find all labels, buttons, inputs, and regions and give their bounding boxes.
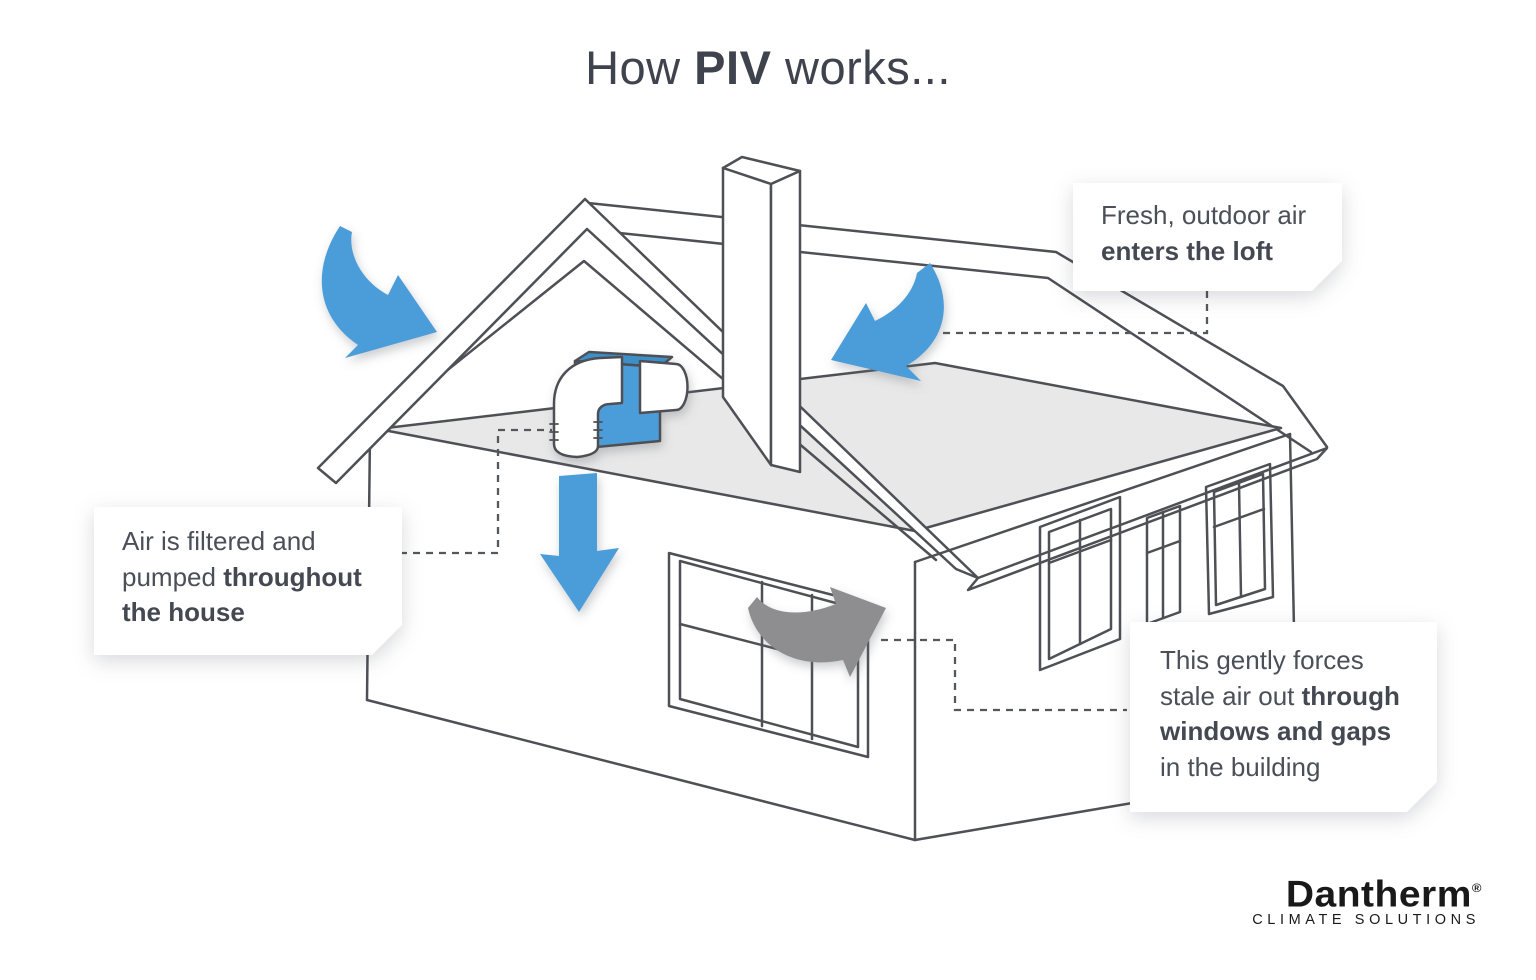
connector-filtered-callout	[400, 428, 552, 555]
window-front	[667, 551, 870, 759]
callout-filtered: Air is filtered and pumped throughout th…	[94, 507, 402, 655]
gable-roof-edge	[316, 197, 980, 580]
logo-tagline: CLIMATE SOLUTIONS	[1252, 912, 1480, 928]
fresh-air-arrow-right	[831, 263, 944, 381]
callout-loft-line2: enters the loft	[1101, 235, 1273, 266]
dantherm-logo: Dantherm® CLIMATE SOLUTIONS	[1252, 873, 1482, 928]
title-post: works...	[771, 41, 951, 94]
fresh-air-arrow-left	[321, 226, 437, 358]
title-pre: How	[585, 41, 695, 94]
window-right-3	[1204, 462, 1275, 616]
callout-filtered-line2-bold: throughout	[223, 561, 362, 592]
callout-stale-line1: This gently forces	[1160, 645, 1364, 675]
dashed-connectors	[400, 291, 1209, 712]
chimney-right-face	[769, 169, 802, 474]
window-right-2	[1145, 504, 1182, 626]
window-right-1	[1038, 495, 1122, 672]
piv-duct-elbow	[552, 355, 624, 459]
callout-stale-line4: in the building	[1160, 751, 1321, 782]
callout-filtered-line3: the house	[122, 597, 245, 627]
title-acronym: PIV	[694, 41, 772, 94]
callout-loft: Fresh, outdoor air enters the loft	[1073, 183, 1342, 291]
callout-stale-line2-bold: through	[1301, 680, 1400, 711]
stale-air-arrow	[748, 587, 886, 677]
callout-stale-line2: stale air out	[1160, 680, 1302, 711]
right-wall-top-edge	[913, 432, 1292, 564]
callout-filtered-line1: Air is filtered and	[122, 526, 316, 556]
registered-mark-icon: ®	[1471, 880, 1482, 895]
connector-stale-callout	[881, 638, 1127, 712]
roof-ridge-outer	[586, 201, 1329, 449]
supply-air-down-arrow	[540, 473, 619, 612]
piv-unit	[549, 350, 689, 459]
piv-outlet-cylinder	[638, 359, 689, 415]
callout-loft-line1: Fresh, outdoor air	[1101, 200, 1307, 230]
callout-filtered-line2: pumped	[122, 561, 224, 592]
callout-stale: This gently forces stale air out through…	[1130, 622, 1437, 812]
page-title: How PIV works...	[0, 40, 1536, 95]
chimney	[721, 155, 802, 474]
connector-loft-callout	[936, 291, 1209, 335]
piv-duct-ribs	[549, 421, 603, 441]
logo-brand: Dantherm®	[1285, 873, 1482, 915]
callout-stale-line3: windows and gaps	[1160, 716, 1392, 746]
front-wall-bottom-edge	[365, 698, 917, 842]
